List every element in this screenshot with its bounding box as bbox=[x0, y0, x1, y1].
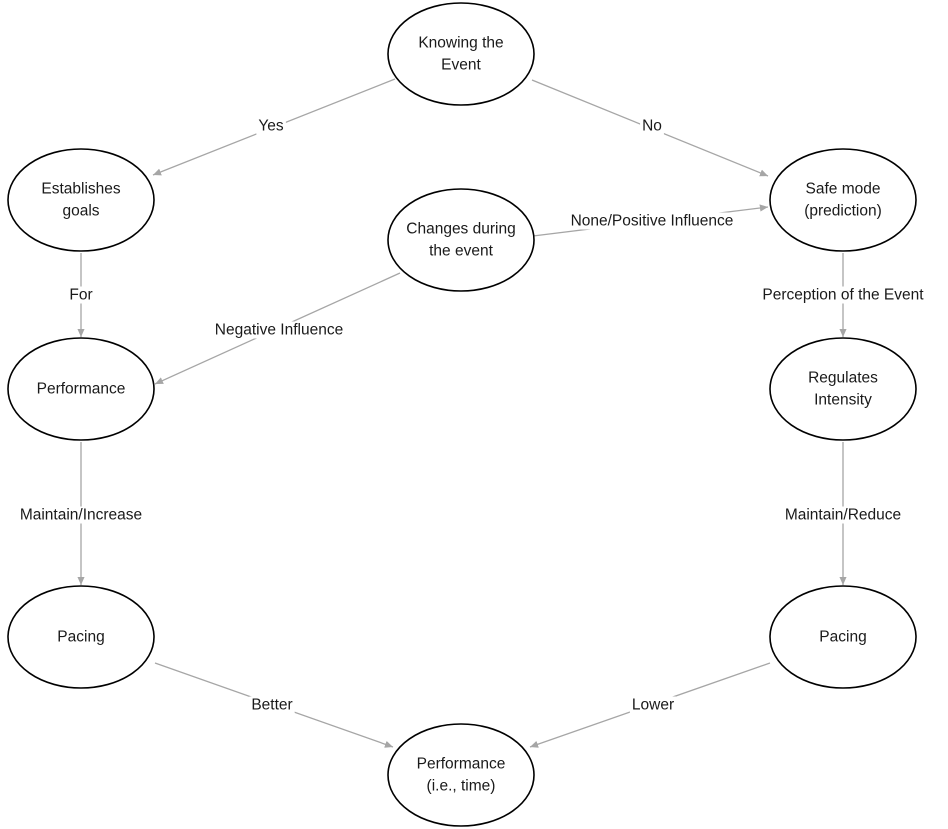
node-label-line: Safe mode bbox=[806, 181, 881, 198]
node-label-line: Changes during bbox=[406, 221, 515, 238]
node-ellipse bbox=[7, 337, 155, 441]
edge-label-bg bbox=[782, 506, 904, 524]
node-performance-time: Performance (i.e., time) bbox=[387, 723, 535, 827]
node-goals: Establishes goals bbox=[7, 148, 155, 252]
edges-layer bbox=[77, 78, 847, 748]
edge-label-bg bbox=[256, 117, 286, 135]
node-label-line: Knowing the bbox=[418, 35, 503, 52]
node-label-line: (i.e., time) bbox=[427, 778, 496, 795]
node-ellipse bbox=[7, 585, 155, 689]
nodes-layer: Knowing theEventEstablishesgoalsChanges … bbox=[7, 2, 917, 827]
node-label-line: Event bbox=[441, 57, 481, 74]
edge-label-maintain-reduce: Maintain/Reduce bbox=[785, 507, 901, 524]
node-pacing-left: Pacing bbox=[7, 585, 155, 689]
edge-label-no: No bbox=[642, 118, 662, 135]
edge-label-none-positive: None/Positive Influence bbox=[571, 213, 734, 230]
node-changes: Changes during the event bbox=[387, 188, 535, 292]
node-ellipse bbox=[7, 148, 155, 252]
edge-label-bg bbox=[67, 286, 95, 304]
node-ellipse bbox=[769, 585, 917, 689]
edge-label-bg bbox=[640, 117, 664, 135]
node-ellipse bbox=[387, 2, 535, 106]
edge-label-better: Better bbox=[251, 697, 292, 714]
node-label-line: Intensity bbox=[814, 392, 872, 409]
node-safe: Safe mode (prediction) bbox=[769, 148, 917, 252]
node-label-line: goals bbox=[62, 203, 99, 220]
edge-label-bg bbox=[249, 696, 295, 714]
node-label-line: Performance bbox=[417, 756, 506, 773]
node-ellipse bbox=[387, 723, 535, 827]
edge-label-bg bbox=[629, 696, 677, 714]
node-label-line: the event bbox=[429, 243, 493, 260]
edge-label-bg bbox=[568, 212, 736, 230]
node-label-line: Pacing bbox=[57, 629, 104, 646]
edge-label-yes: Yes bbox=[258, 118, 284, 135]
edge-label-maintain-increase: Maintain/Increase bbox=[20, 507, 142, 524]
edge-label-bg bbox=[17, 506, 145, 524]
edge-label-lower: Lower bbox=[632, 697, 674, 714]
edge-label-perception: Perception of the Event bbox=[762, 287, 924, 304]
edge-label-for: For bbox=[69, 287, 92, 304]
node-ellipse bbox=[387, 188, 535, 292]
edge-label-negative: Negative Influence bbox=[215, 322, 343, 339]
node-label-line: Pacing bbox=[819, 629, 866, 646]
edge-label-bg bbox=[212, 321, 346, 339]
edge-label-bg bbox=[760, 286, 927, 304]
node-ellipse bbox=[769, 337, 917, 441]
node-label-line: (prediction) bbox=[804, 203, 882, 220]
node-pacing-right: Pacing bbox=[769, 585, 917, 689]
node-performance: Performance bbox=[7, 337, 155, 441]
node-ellipse bbox=[769, 148, 917, 252]
node-label-line: Performance bbox=[37, 381, 126, 398]
node-label-line: Regulates bbox=[808, 370, 878, 387]
node-label-line: Establishes bbox=[41, 181, 121, 198]
